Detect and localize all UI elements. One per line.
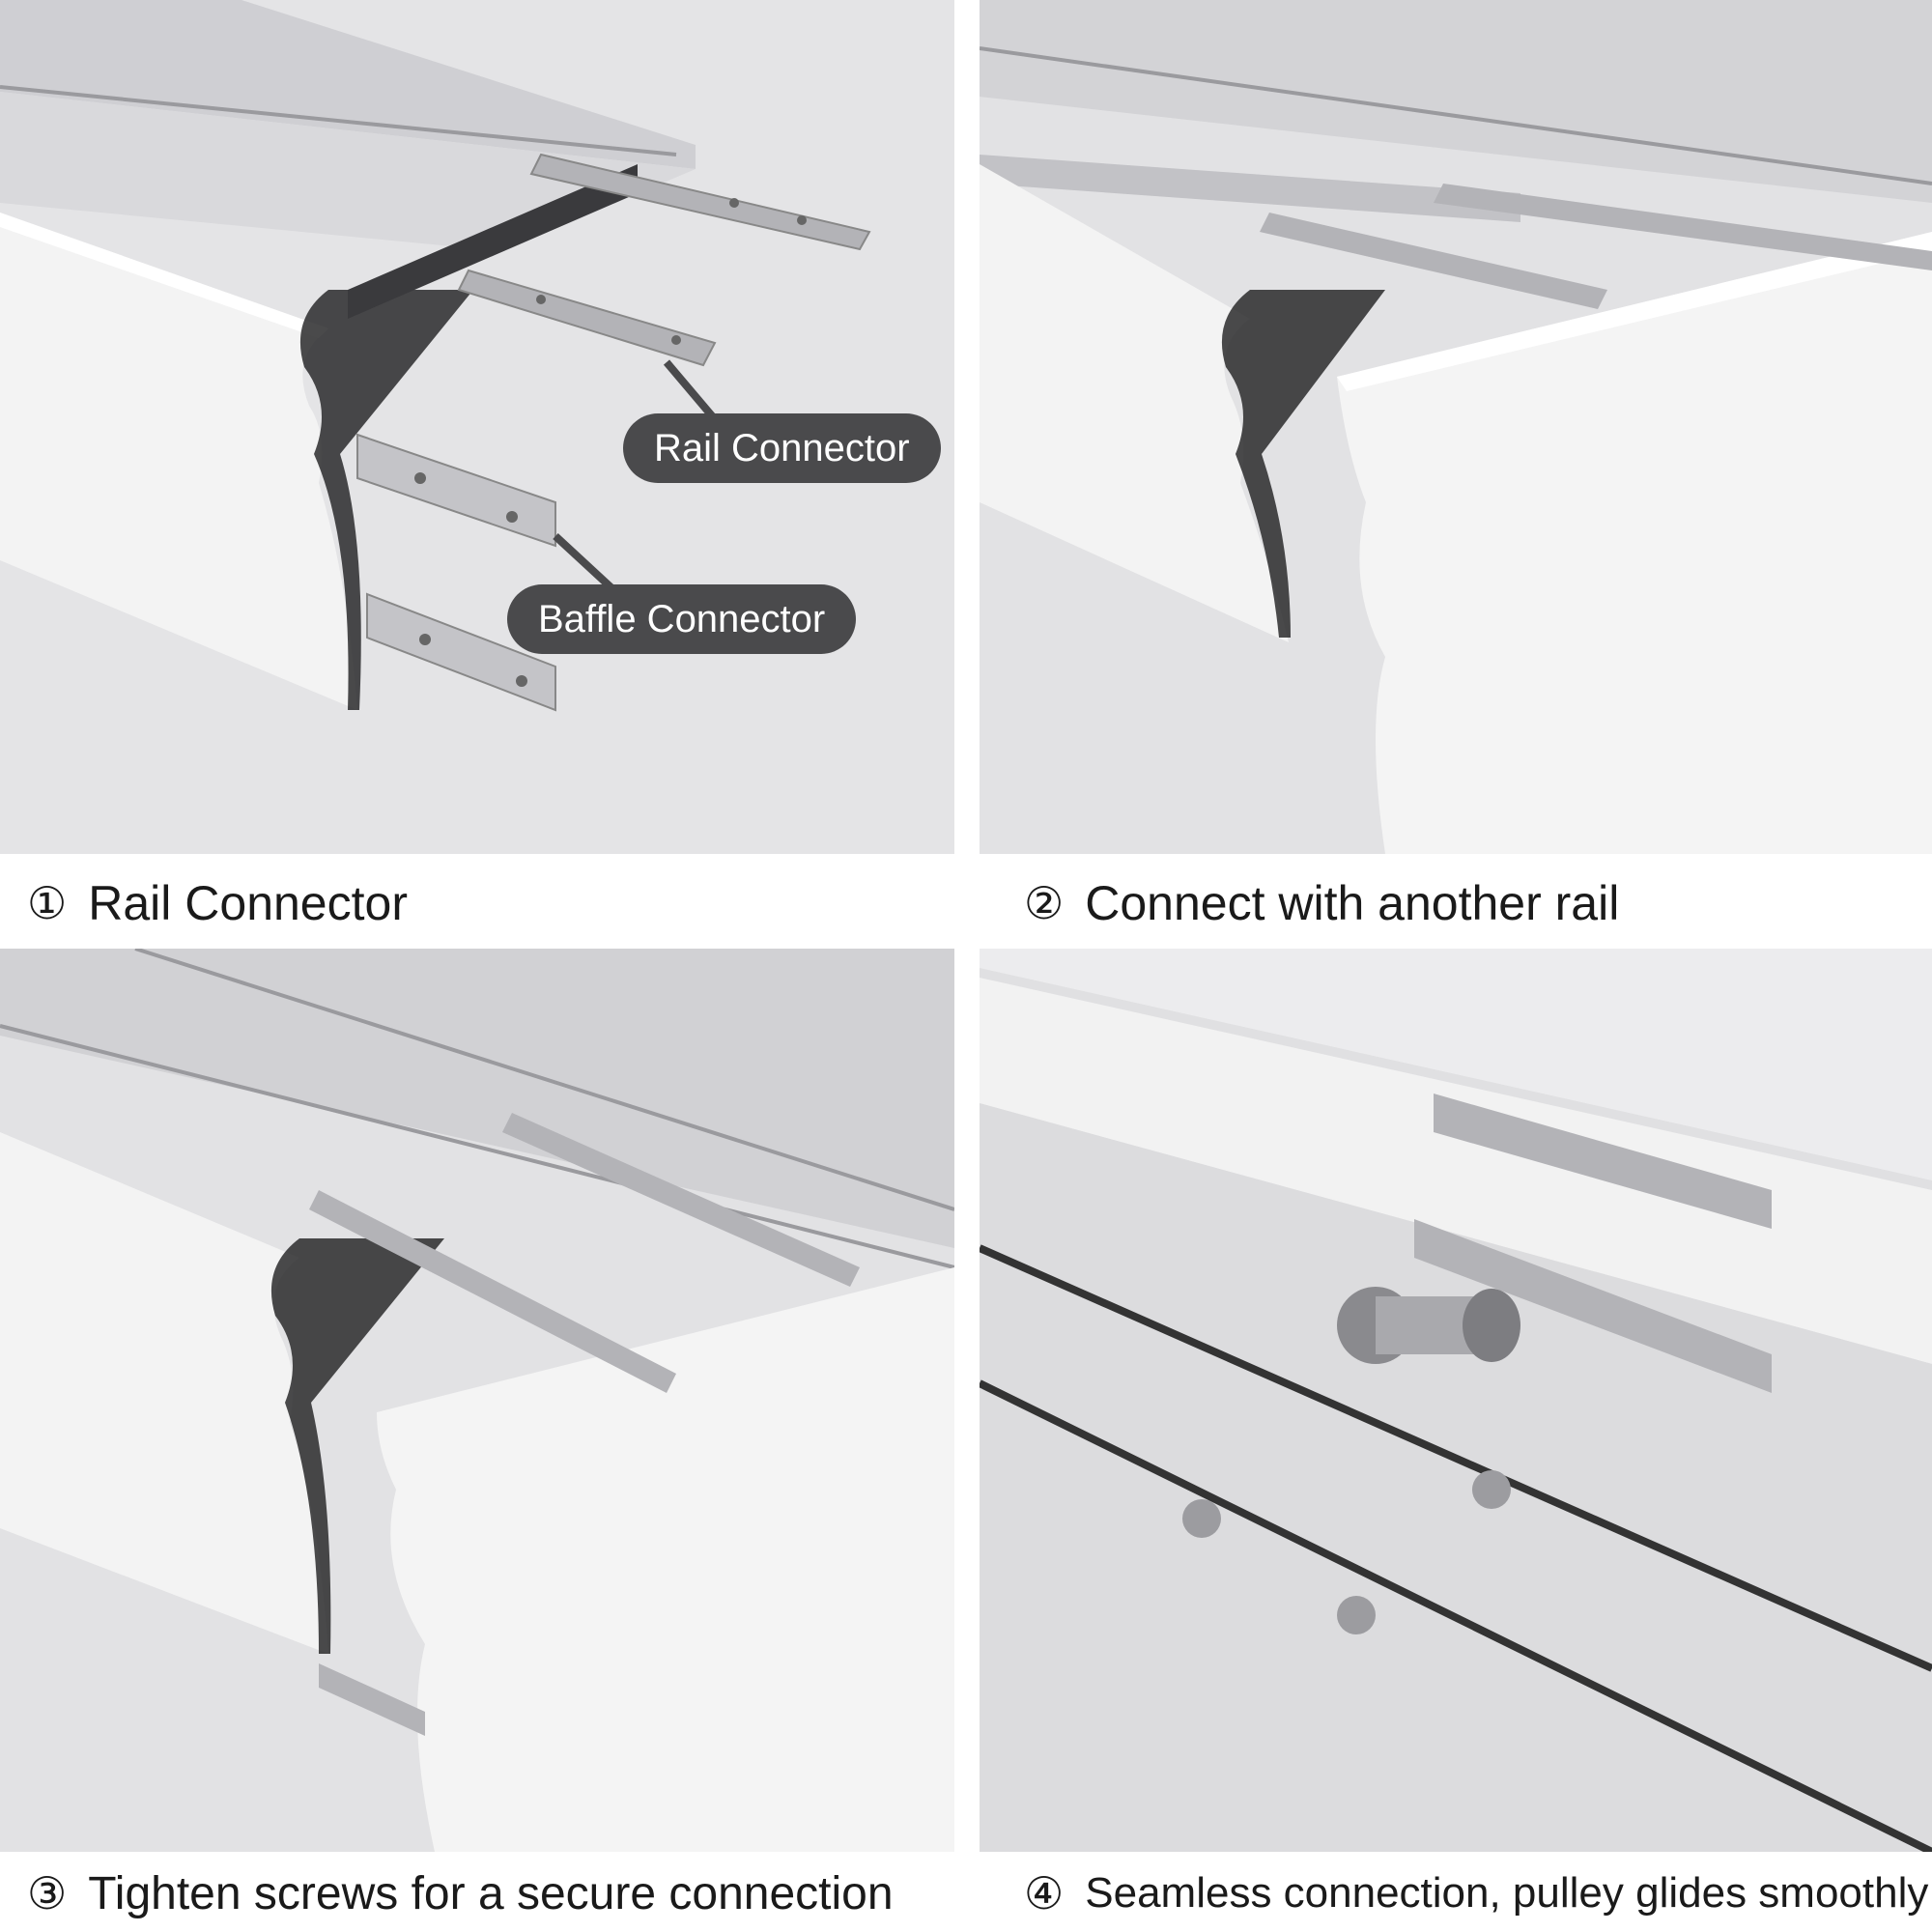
step-2-text: Connect with another rail	[1085, 876, 1620, 930]
photo-tightened-connection	[0, 949, 954, 1852]
photo-pulley-glides	[980, 949, 1932, 1852]
step-3-text: Tighten screws for a secure connection	[88, 1867, 894, 1919]
step-1-number: ①	[27, 877, 68, 929]
step-3-number: ③	[27, 1867, 68, 1919]
baffle-connector-callout: Baffle Connector	[507, 584, 857, 654]
step-2-number: ②	[1024, 877, 1065, 929]
photo-connect-rails	[980, 0, 1932, 854]
step-4-caption: ④ Seamless connection, pulley glides smo…	[1024, 1855, 1928, 1932]
step-3-caption: ③ Tighten screws for a secure connection	[27, 1855, 894, 1932]
step-2-caption: ② Connect with another rail	[1024, 865, 1619, 942]
rail-connector-callout: Rail Connector	[623, 413, 941, 483]
step-1-caption: ① Rail Connector	[27, 865, 408, 942]
step-4-text: Seamless connection, pulley glides smoot…	[1085, 1869, 1929, 1917]
step-4-number: ④	[1024, 1867, 1065, 1919]
step-1-text: Rail Connector	[88, 876, 408, 930]
